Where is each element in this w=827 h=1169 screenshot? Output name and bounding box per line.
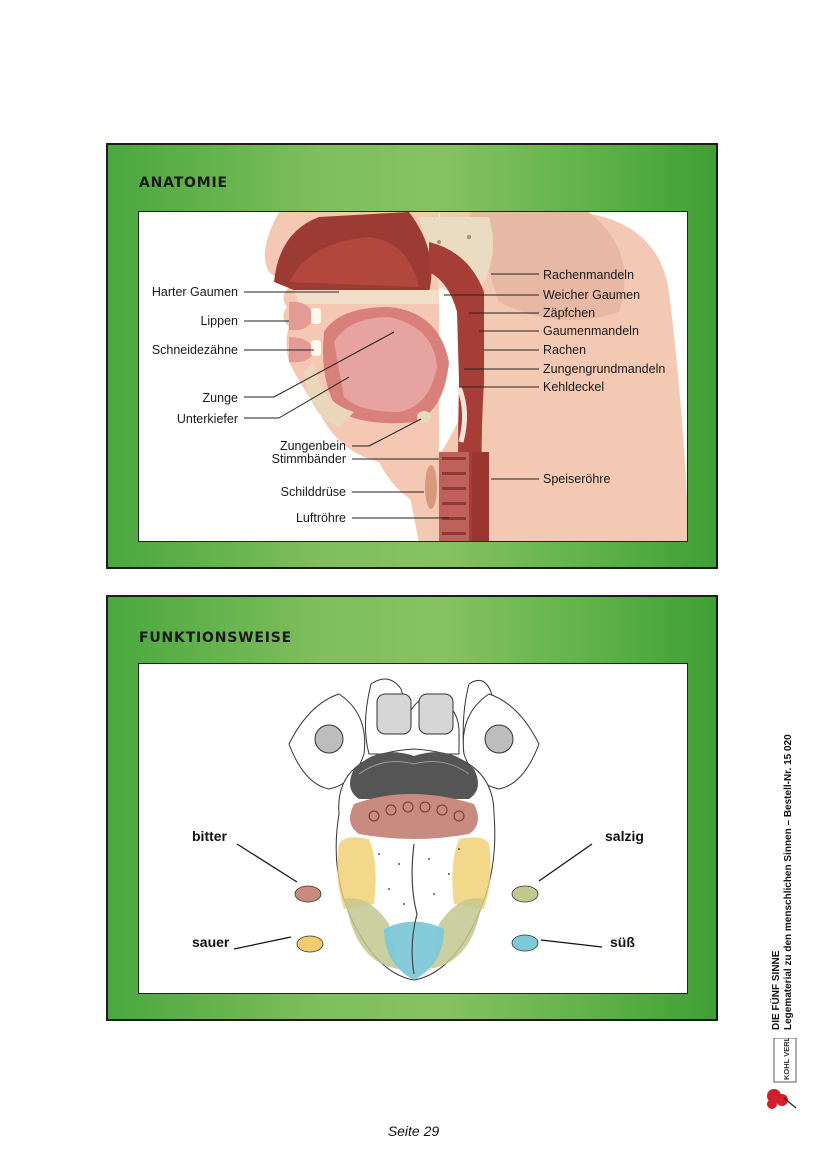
function-title: FUNKTIONSWEISE [139, 630, 293, 646]
tongue-taste-map-illustration [233, 678, 603, 981]
function-card: FUNKTIONSWEISE [106, 595, 718, 1021]
label-zungengrundmandeln: Zungengrundmandeln [543, 362, 666, 376]
anatomy-panel: Harter Gaumen Lippen Schneidezähne Zunge… [138, 211, 688, 542]
label-weicher-gaumen: Weicher Gaumen [543, 288, 641, 302]
label-luftroehre: Luftröhre [295, 511, 346, 525]
label-kehldeckel: Kehldeckel [543, 380, 605, 394]
label-rachenmandeln: Rachenmandeln [543, 268, 635, 282]
function-panel: bitter salzig sauer süß [138, 663, 688, 994]
publisher-logo-text: KOHL VERLAG [782, 1038, 791, 1080]
label-zungenbein: Zungenbein [279, 439, 346, 453]
sidebar-order-info: Legematerial zu den menschlichen Sinnen … [783, 734, 794, 1030]
label-zaepfchen: Zäpfchen [543, 306, 596, 320]
label-harter-gaumen: Harter Gaumen [151, 285, 238, 299]
anatomy-title: ANATOMIE [139, 175, 228, 191]
taste-label-sauer: sauer [192, 934, 230, 950]
label-lippen: Lippen [200, 314, 238, 328]
taste-label-salzig: salzig [605, 828, 644, 844]
page-number: Seite 29 [387, 1123, 440, 1139]
sidebar-series-title: DIE FÜNF SINNE [771, 950, 782, 1030]
sidebar-text: DIE FÜNF SINNE Legematerial zu den mensc… [771, 734, 795, 1030]
label-schneidezaehne: Schneidezähne [151, 343, 238, 357]
label-rachen: Rachen [543, 343, 587, 357]
publisher-logo: KOHL VERLAG [767, 1038, 797, 1109]
label-unterkiefer: Unterkiefer [176, 412, 238, 426]
label-schilddruese: Schilddrüse [280, 485, 346, 499]
label-gaumenmandeln: Gaumenmandeln [543, 324, 639, 338]
taste-label-bitter: bitter [192, 828, 227, 844]
label-speiseroehre: Speiseröhre [543, 472, 611, 486]
label-zunge: Zunge [202, 391, 238, 405]
anatomy-card: ANATOMIE [106, 143, 718, 569]
taste-label-suess: süß [610, 934, 635, 950]
label-stimmbaender: Stimmbänder [271, 452, 346, 466]
head-cross-section-illustration [244, 212, 687, 541]
